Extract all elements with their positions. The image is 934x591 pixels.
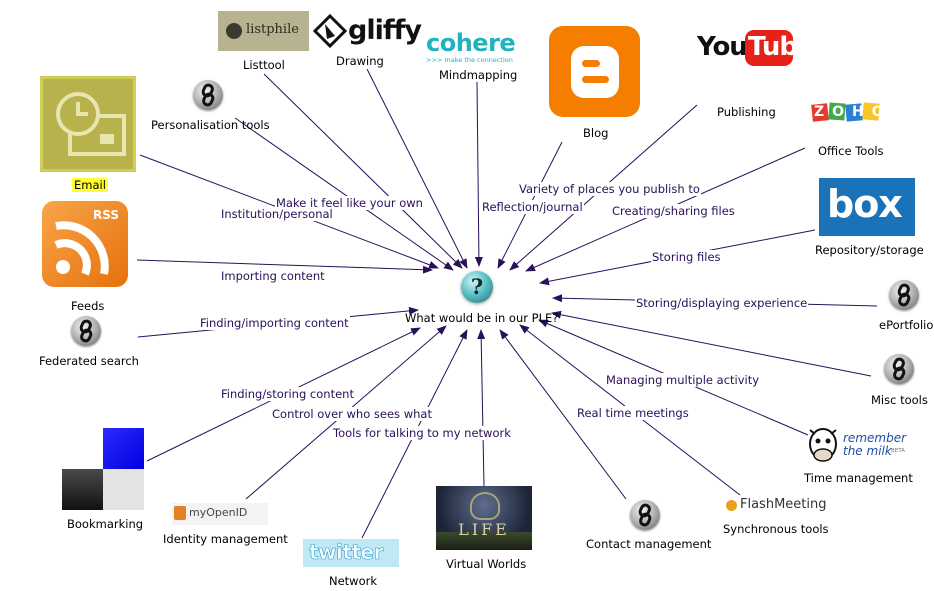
edge-label-storing-files: Storing files: [651, 250, 722, 264]
edge-label-institution: Institution/personal: [220, 207, 334, 221]
edge-personalisation: [234, 117, 454, 271]
remember-the-milk-logo[interactable]: remember the milk BETA: [806, 422, 906, 466]
edge-virtual-worlds: [477, 329, 486, 487]
edge-label-importing: Importing content: [220, 269, 326, 283]
rtm-logo-line2: the milk: [843, 444, 892, 458]
zoho-logo-text: ZOHO: [814, 104, 892, 120]
edge-listtool: [263, 73, 463, 269]
link-icon-personalisation[interactable]: [193, 80, 223, 110]
edge-drawing: [366, 68, 468, 269]
synchronous-tools-label: Synchronous tools: [723, 522, 829, 536]
virtual-worlds-label: Virtual Worlds: [446, 557, 527, 571]
flashmeeting-logo[interactable]: FlashMeeting: [726, 496, 826, 516]
center-label: What would be in our PLE?: [405, 311, 559, 325]
second-life-logo[interactable]: LIFE: [436, 486, 532, 550]
youtube-logo-you: You: [697, 32, 748, 62]
second-life-logo-text: LIFE: [458, 520, 510, 539]
delicious-logo[interactable]: [62, 428, 144, 510]
edge-misc-tools: [551, 310, 872, 377]
blog-label: Blog: [583, 126, 609, 140]
cohere-logo[interactable]: cohere >>> make the connection: [426, 30, 524, 66]
myopenid-logo[interactable]: myOpenID: [172, 503, 268, 525]
youtube-logo-tube: Tube: [748, 32, 815, 62]
edge-mindmapping: [474, 81, 483, 267]
repository-label: Repository/storage: [815, 243, 924, 257]
youtube-logo[interactable]: You Tube: [697, 30, 815, 70]
contact-management-label: Contact management: [586, 537, 712, 551]
edge-label-control: Control over who sees what: [271, 407, 433, 421]
edge-label-storing-displaying: Storing/displaying experience: [635, 296, 809, 310]
link-icon-eportfolio[interactable]: [889, 280, 919, 310]
personalisation-label: Personalisation tools: [151, 118, 270, 132]
gliffy-logo[interactable]: gliffy: [312, 13, 422, 50]
link-icon-contact[interactable]: [630, 500, 660, 530]
link-icon-federated[interactable]: [71, 316, 101, 346]
cohere-logo-tagline: >>> make the connection: [426, 56, 513, 64]
listphile-logo[interactable]: listphile: [218, 11, 309, 51]
publishing-label: Publishing: [717, 105, 776, 119]
email-label: Email: [72, 178, 108, 192]
question-icon[interactable]: ?: [461, 271, 493, 303]
rss-icon[interactable]: RSS: [42, 201, 128, 287]
twitter-logo[interactable]: twitter: [303, 539, 399, 567]
identity-management-label: Identity management: [163, 532, 288, 546]
time-management-label: Time management: [804, 471, 913, 485]
rtm-logo-line1: remember: [843, 431, 907, 445]
cohere-logo-text: cohere: [426, 29, 516, 57]
edge-label-talking: Tools for talking to my network: [332, 426, 512, 440]
rss-icon-text: RSS: [93, 208, 119, 222]
network-label: Network: [329, 574, 378, 588]
cow-icon: [809, 428, 837, 462]
edge-label-make-it-own: Make it feel like your own: [275, 196, 424, 210]
box-logo-text: box: [827, 182, 903, 226]
edge-label-reflection: Reflection/journal: [481, 200, 584, 214]
mindmapping-label: Mindmapping: [439, 68, 518, 82]
myopenid-logo-text: myOpenID: [189, 506, 248, 519]
misc-tools-label: Misc tools: [871, 393, 928, 407]
twitter-logo-text: twitter: [309, 540, 384, 565]
listtool-label: Listtool: [243, 58, 285, 72]
blogger-icon[interactable]: [549, 26, 640, 117]
link-icon-misc-tools[interactable]: [884, 354, 914, 384]
flashmeeting-logo-text: FlashMeeting: [740, 497, 827, 512]
drawing-label: Drawing: [336, 54, 384, 68]
feeds-label: Feeds: [71, 299, 105, 313]
edge-label-finding-storing: Finding/storing content: [220, 387, 355, 401]
edge-label-finding-importing: Finding/importing content: [199, 316, 350, 330]
bookmarking-label: Bookmarking: [67, 517, 144, 531]
zoho-logo[interactable]: ZOHO: [811, 100, 884, 126]
edge-label-variety: Variety of places you publish to: [518, 182, 701, 196]
box-logo[interactable]: box: [819, 178, 915, 236]
listphile-logo-text: listphile: [246, 22, 299, 37]
edge-label-creating-sharing: Creating/sharing files: [611, 204, 736, 218]
office-tools-label: Office Tools: [818, 144, 884, 158]
rtm-logo-beta: BETA: [891, 448, 905, 454]
edge-feeds: [136, 259, 433, 274]
eportfolio-label: ePortfolio: [879, 318, 934, 332]
gliffy-logo-text: gliffy: [348, 15, 422, 46]
edge-label-managing: Managing multiple activity: [605, 373, 761, 387]
gliffy-icon: [312, 13, 348, 49]
email-icon[interactable]: [40, 76, 136, 172]
federated-search-label: Federated search: [39, 354, 139, 368]
edge-label-real-time: Real time meetings: [576, 406, 690, 420]
edge-contact: [499, 329, 627, 500]
